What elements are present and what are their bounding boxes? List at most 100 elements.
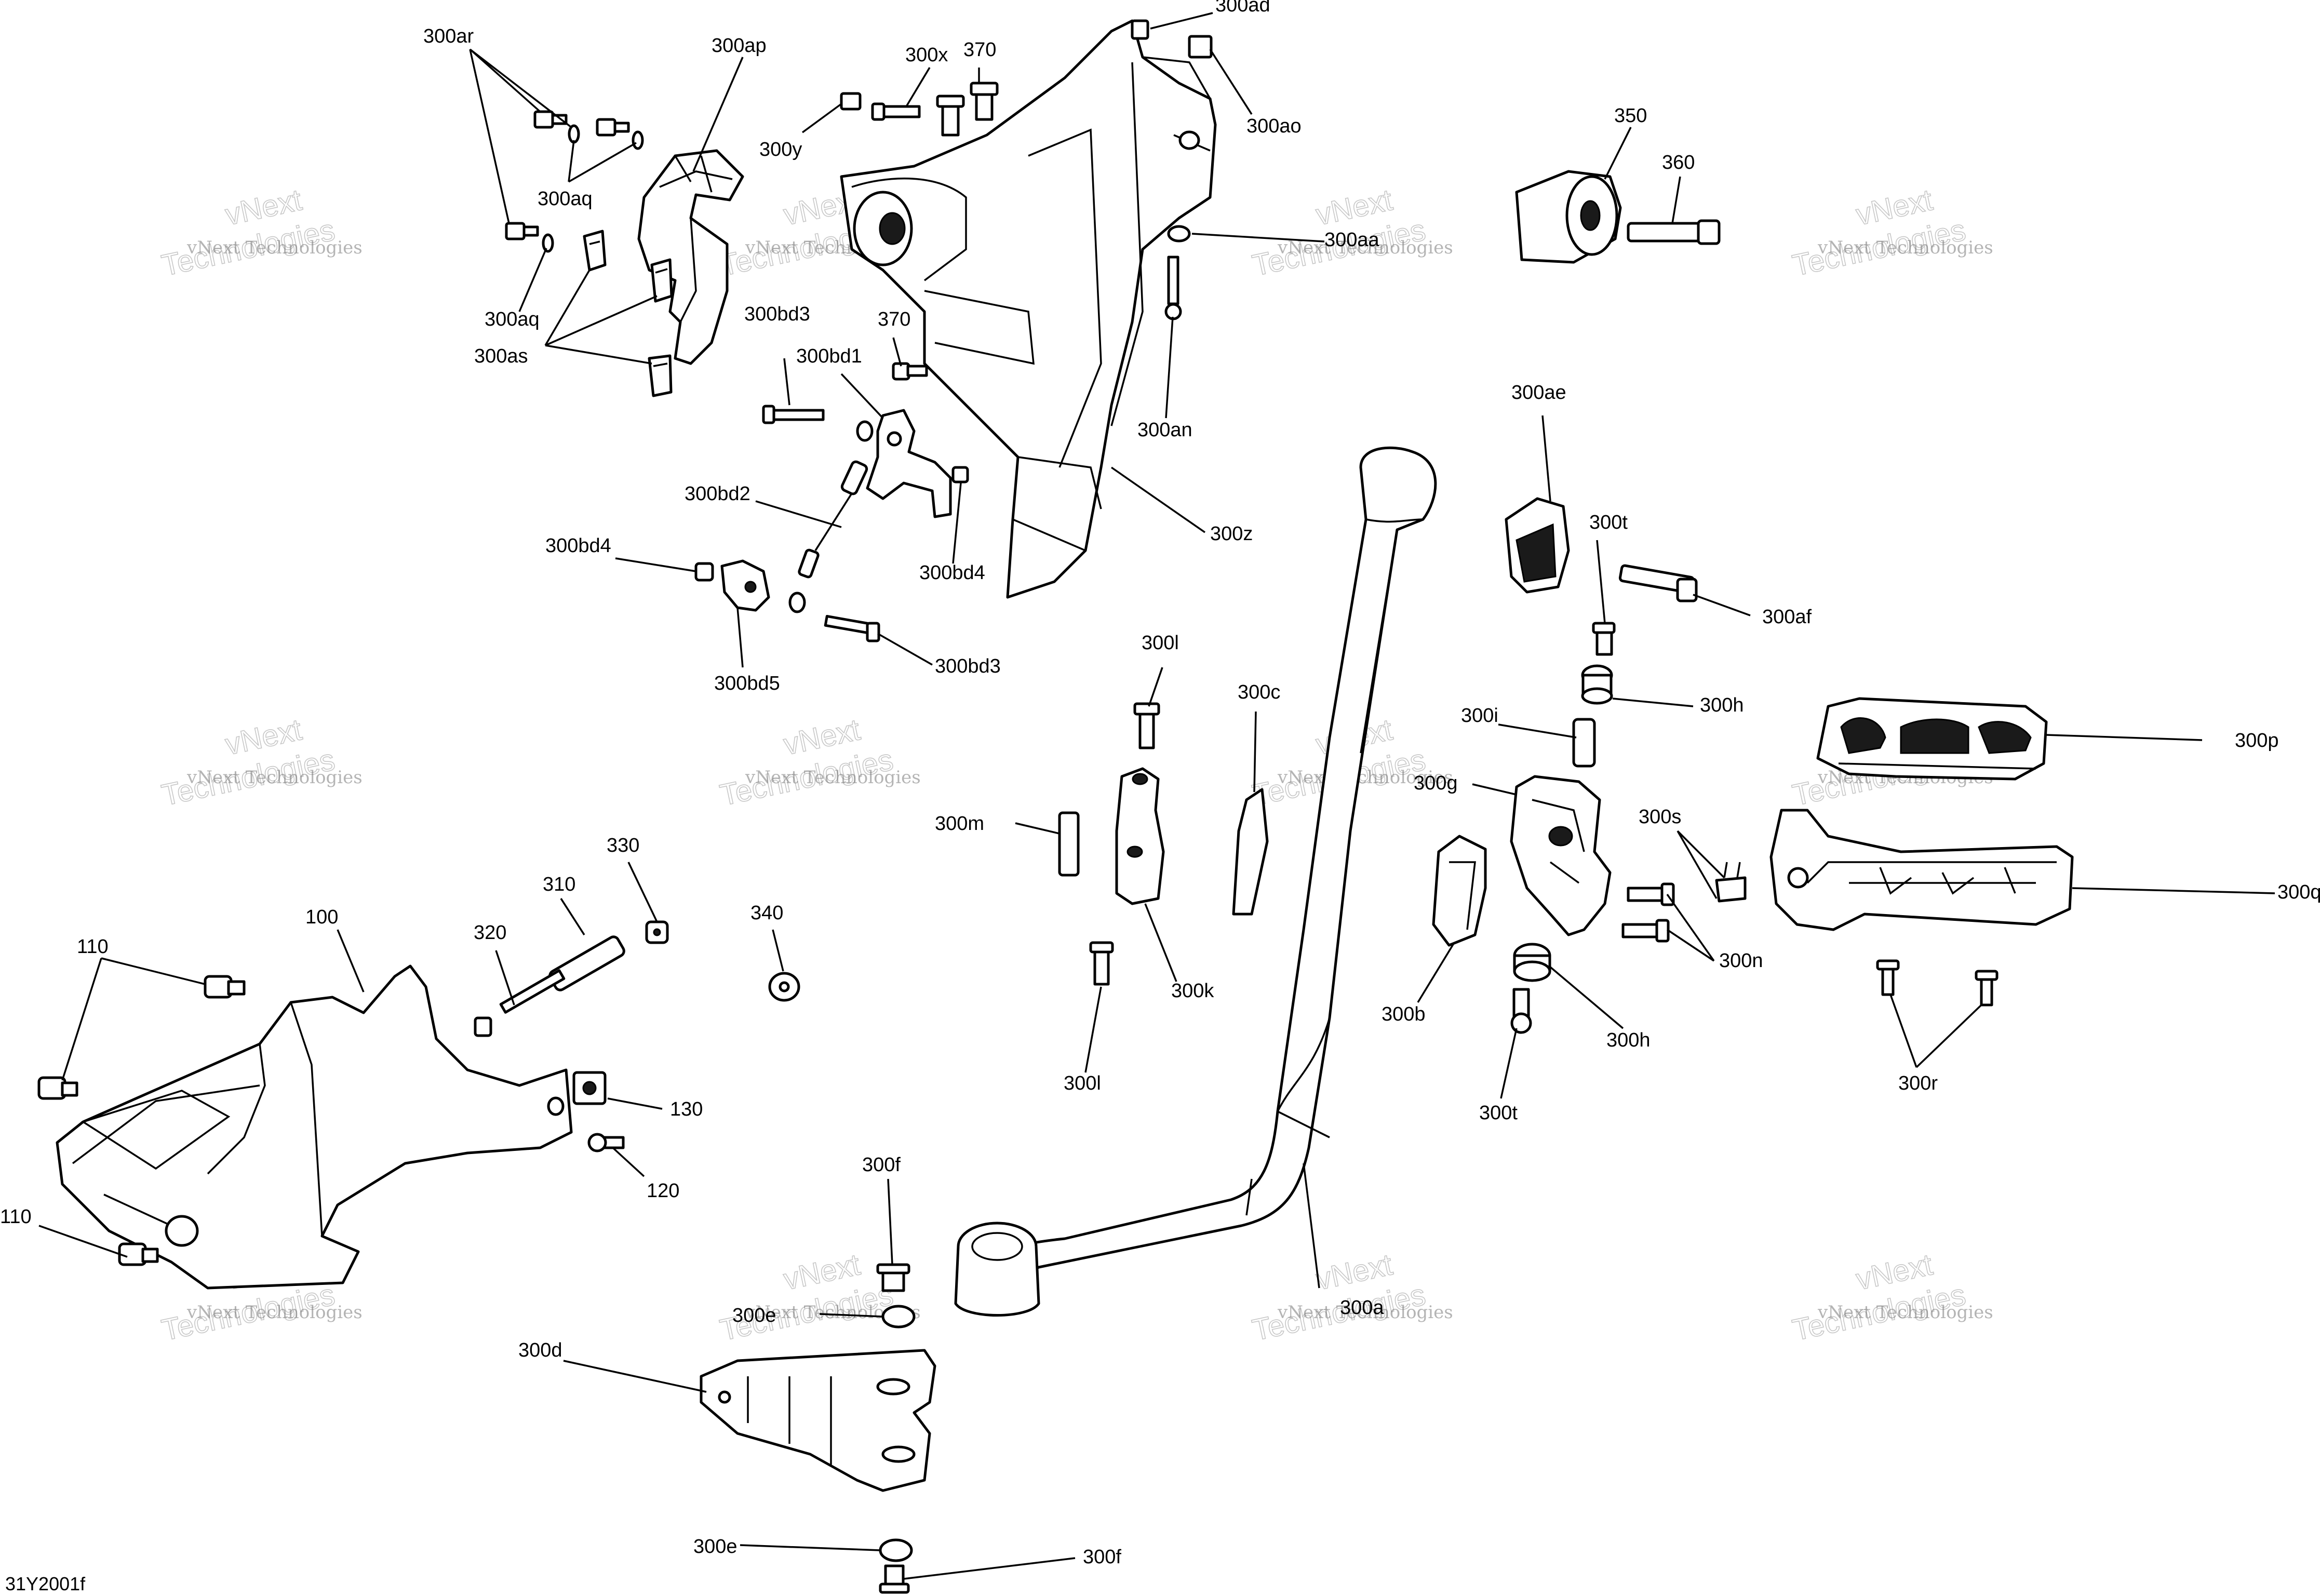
- nut-300ao: [1188, 35, 1213, 59]
- watermark-text: vNext Technologies: [186, 767, 363, 788]
- callout-300g: 300g: [1414, 772, 1458, 794]
- bolt-300ar-2: [596, 118, 630, 137]
- callout-300an: 300an: [1137, 419, 1192, 441]
- callout-300c: 300c: [1238, 681, 1280, 703]
- callout-300bd5: 300bd5: [714, 673, 780, 694]
- callout-300bd3: 300bd3: [744, 303, 810, 325]
- callout-300r: 300r: [1898, 1072, 1938, 1094]
- housing-300z: [840, 19, 1217, 599]
- pivot-arm-300bd1: [866, 409, 952, 518]
- bolt-300n-1: [1627, 882, 1675, 906]
- callout-300f: 300f: [862, 1154, 901, 1176]
- screw-300r-1: [1876, 959, 1900, 996]
- bolt-120: [587, 1133, 625, 1152]
- plate-300d: [700, 1349, 936, 1492]
- callout-300bd2: 300bd2: [685, 483, 750, 505]
- spacer-310: [548, 935, 625, 991]
- callout-300ao: 300ao: [1246, 115, 1302, 137]
- bolt-370-3: [892, 362, 928, 381]
- callout-300bd4: 300bd4: [919, 562, 985, 584]
- guard-300c: [1232, 788, 1269, 916]
- callout-300e: 300e: [693, 1536, 737, 1558]
- linkage-300k: [1115, 767, 1165, 905]
- brake-pedal-300a: [954, 446, 1437, 1317]
- bolt-300t-1: [1592, 622, 1616, 656]
- callout-300f: 300f: [1083, 1546, 1121, 1568]
- callout-300ae: 300ae: [1511, 382, 1566, 404]
- callout-300as: 300as: [474, 345, 528, 367]
- callout-300aa: 300aa: [1324, 229, 1380, 251]
- pad-300b: [1432, 835, 1487, 947]
- callout-300z: 300z: [1210, 523, 1253, 545]
- bolt-300x: [871, 102, 921, 121]
- figure-id: 31Y2001f: [5, 1573, 86, 1594]
- pin-300i: [1572, 718, 1596, 768]
- callout-110: 110: [0, 1206, 32, 1228]
- clip-300as-3: [648, 354, 673, 397]
- callout-310: 310: [543, 874, 575, 895]
- callout-300ar: 300ar: [423, 25, 474, 47]
- rubber-pad-300p: [1816, 697, 2048, 781]
- washer-300aq-2: [632, 130, 644, 150]
- pushrod-300bd2: [788, 420, 874, 613]
- watermark-text: vNext Technologies: [186, 1302, 363, 1323]
- callout-300b: 300b: [1382, 1003, 1426, 1025]
- washer-340: [768, 972, 800, 1002]
- bolt-300y: [840, 92, 862, 111]
- bolt-300t-2: [1510, 988, 1532, 1034]
- pin-300an: [1164, 256, 1182, 320]
- callout-300aq: 300aq: [485, 309, 540, 330]
- nut-300bd4: [951, 466, 969, 484]
- bolt-300ad: [1131, 19, 1149, 40]
- bolt-360: [1627, 219, 1721, 245]
- bolt-320: [474, 969, 566, 1037]
- callout-300t: 300t: [1479, 1102, 1518, 1124]
- bolt-300l-1: [1133, 702, 1160, 749]
- callout-350: 350: [1614, 105, 1647, 127]
- callout-300l: 300l: [1142, 632, 1179, 654]
- cover-300ae: [1505, 497, 1570, 594]
- callout-300e: 300e: [732, 1305, 776, 1326]
- frame-bracket-100: [56, 964, 573, 1290]
- bolt-110-2: [37, 1076, 78, 1100]
- washer-300aq-3: [542, 233, 554, 253]
- watermark-text: vNext Technologies: [1817, 237, 1993, 258]
- callout-300a: 300a: [1340, 1297, 1384, 1319]
- nut-130: [572, 1071, 607, 1105]
- callout-300af: 300af: [1762, 606, 1812, 628]
- callout-320: 320: [474, 922, 506, 944]
- clip-300as-2: [650, 258, 673, 303]
- bolt-300f-1: [876, 1263, 910, 1292]
- watermark-text: vNext Technologies: [1277, 767, 1453, 788]
- bolt-370-1: [936, 95, 965, 137]
- bolt-300n-2: [1621, 919, 1670, 943]
- callout-300k: 300k: [1171, 980, 1214, 1002]
- callout-360: 360: [1662, 152, 1695, 173]
- bushing-350: [1515, 170, 1622, 264]
- callout-100: 100: [305, 906, 338, 928]
- callout-300bd4: 300bd4: [545, 535, 611, 557]
- callout-300l: 300l: [1064, 1072, 1101, 1094]
- bolt-300l-2: [1089, 941, 1114, 986]
- bolt-300ar-3: [505, 222, 539, 240]
- callout-370: 370: [878, 309, 910, 330]
- bolt-110-1: [204, 975, 246, 999]
- nut-330: [645, 920, 669, 944]
- spacer-300m: [1058, 811, 1080, 877]
- callout-300t: 300t: [1589, 512, 1628, 533]
- bolt-300f-2: [879, 1564, 910, 1594]
- callout-300ad: 300ad: [1215, 0, 1270, 16]
- callout-300i: 300i: [1461, 705, 1498, 727]
- arm-300g: [1510, 775, 1612, 936]
- washer-300aq-1: [568, 124, 580, 144]
- leader-lines: [38, 12, 2275, 1580]
- bushing-300h-1: [1581, 664, 1613, 705]
- clip-300as-1: [583, 230, 607, 272]
